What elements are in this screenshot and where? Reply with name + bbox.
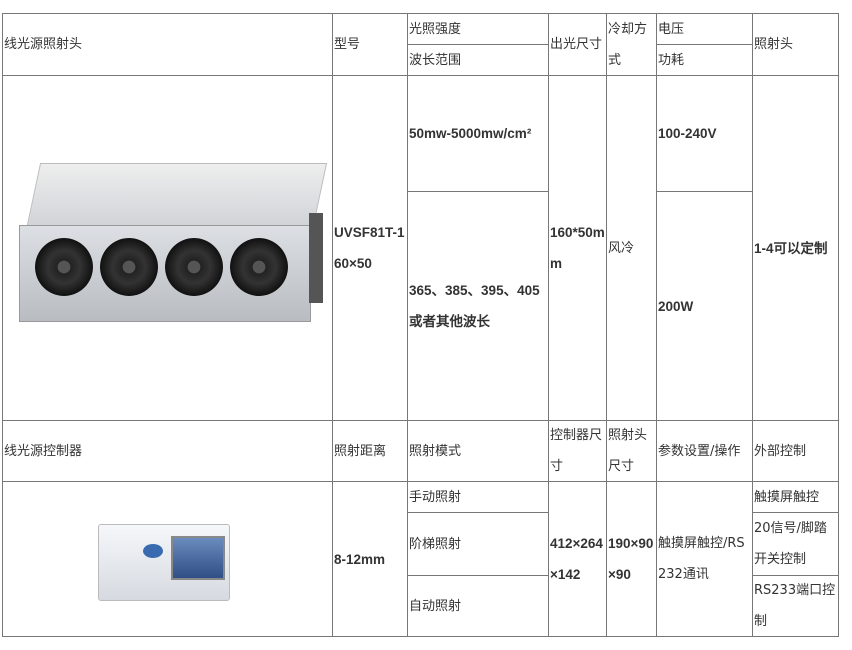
heads-value: 1-4可以定制 [752, 75, 839, 421]
voltage-header: 电压 [656, 13, 753, 45]
intensity-value: 50mw-5000mw/cm² [407, 75, 549, 192]
heads-header: 照射头 [752, 13, 839, 76]
mode-item: 手动照射 [407, 481, 549, 513]
heads-value-text: 1-4可以定制 [754, 240, 828, 256]
controller-section-title: 线光源控制器 [2, 420, 333, 482]
voltage-header-text: 电压 [658, 21, 685, 37]
intensity-value-text: 50mw-5000mw/cm² [409, 126, 532, 141]
ctrl-size-header: 控制器尺寸 [548, 420, 607, 482]
power-value: 200W [656, 191, 753, 421]
settings-value-text: 触摸屏触控/RS232通讯 [658, 536, 745, 582]
external-item: 触摸屏触控 [752, 481, 839, 513]
mode-item-text: 手动照射 [409, 489, 462, 505]
head-size-header-text: 照射头尺寸 [608, 428, 648, 474]
controller-picture [93, 514, 243, 604]
cooling-header: 冷却方式 [606, 13, 657, 76]
intensity-header: 光照强度 [407, 13, 549, 45]
settings-header: 参数设置/操作 [656, 420, 753, 482]
lamp-head-picture [13, 163, 327, 333]
ctrl-size-header-text: 控制器尺寸 [550, 428, 603, 474]
external-item-text: RS233端口控制 [754, 583, 836, 629]
aperture-value-text: 160*50mm [550, 225, 605, 271]
intensity-header-text: 光照强度 [409, 21, 462, 37]
lamp-head-image [2, 75, 333, 421]
head-size-value: 190×90×90 [606, 481, 657, 637]
model-header: 型号 [332, 13, 408, 76]
distance-header-text: 照射距离 [334, 443, 387, 459]
distance-value: 8-12mm [332, 481, 408, 637]
voltage-value-text: 100-240V [658, 126, 717, 141]
head-section-title-text: 线光源照射头 [4, 37, 83, 52]
mode-item: 阶梯照射 [407, 512, 549, 576]
mode-header: 照射模式 [407, 420, 549, 482]
distance-value-text: 8-12mm [334, 551, 386, 567]
head-section-title: 线光源照射头 [2, 13, 333, 76]
external-header: 外部控制 [752, 420, 839, 482]
aperture-header-text: 出光尺寸 [550, 37, 603, 52]
wavelength-header: 波长范围 [407, 44, 549, 76]
ctrl-size-value: 412×264×142 [548, 481, 607, 637]
aperture-header: 出光尺寸 [548, 13, 607, 76]
external-item: RS233端口控制 [752, 575, 839, 637]
mode-item: 自动照射 [407, 575, 549, 637]
mode-item-text: 阶梯照射 [409, 536, 462, 552]
external-item: 20信号/脚踏开关控制 [752, 512, 839, 576]
mode-header-text: 照射模式 [409, 443, 462, 459]
model-value-text: UVSF81T-160×50 [334, 225, 405, 271]
heads-header-text: 照射头 [754, 37, 794, 52]
model-header-text: 型号 [334, 37, 361, 52]
wavelength-value-text: 365、385、395、405或者其他波长 [409, 283, 540, 329]
wavelength-header-text: 波长范围 [409, 52, 462, 68]
power-value-text: 200W [658, 298, 694, 314]
ctrl-size-value-text: 412×264×142 [550, 536, 603, 582]
external-item-text: 20信号/脚踏开关控制 [754, 521, 827, 567]
model-value: UVSF81T-160×50 [332, 75, 408, 421]
aperture-value: 160*50mm [548, 75, 607, 421]
mode-item-text: 自动照射 [409, 598, 462, 614]
cooling-value: 风冷 [606, 75, 657, 421]
controller-image [2, 481, 333, 637]
voltage-value: 100-240V [656, 75, 753, 192]
head-size-header: 照射头尺寸 [606, 420, 657, 482]
head-size-value-text: 190×90×90 [608, 536, 654, 582]
external-header-text: 外部控制 [754, 443, 807, 459]
settings-header-text: 参数设置/操作 [658, 443, 741, 459]
power-header-text: 功耗 [658, 52, 685, 68]
cooling-header-text: 冷却方式 [608, 21, 648, 68]
cooling-value-text: 风冷 [608, 240, 635, 256]
external-item-text: 触摸屏触控 [754, 489, 820, 505]
controller-section-title-text: 线光源控制器 [4, 443, 83, 459]
distance-header: 照射距离 [332, 420, 408, 482]
wavelength-value: 365、385、395、405或者其他波长 [407, 191, 549, 421]
settings-value: 触摸屏触控/RS232通讯 [656, 481, 753, 637]
power-header: 功耗 [656, 44, 753, 76]
